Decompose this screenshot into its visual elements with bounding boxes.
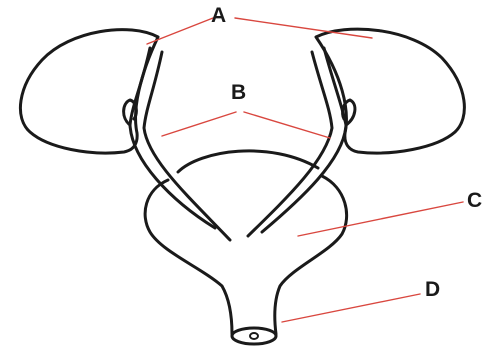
urethra-opening-inner — [250, 333, 258, 339]
label-c: C — [467, 190, 482, 211]
label-a: A — [211, 5, 226, 26]
urethra-opening — [232, 328, 276, 344]
right-kidney — [316, 29, 464, 153]
label-d: D — [425, 279, 440, 300]
pointer-b-right — [244, 112, 330, 138]
right-ureter-outer — [262, 48, 346, 232]
pointer-c — [298, 202, 463, 236]
left-ureter-outer — [130, 48, 215, 228]
pointer-d — [282, 294, 420, 322]
bladder-dome — [178, 151, 318, 172]
bladder-body — [145, 180, 232, 334]
pointer-a-left — [147, 18, 213, 44]
label-b: B — [231, 82, 246, 103]
left-ureter-inner — [144, 52, 230, 240]
pointer-b-left — [162, 112, 236, 136]
